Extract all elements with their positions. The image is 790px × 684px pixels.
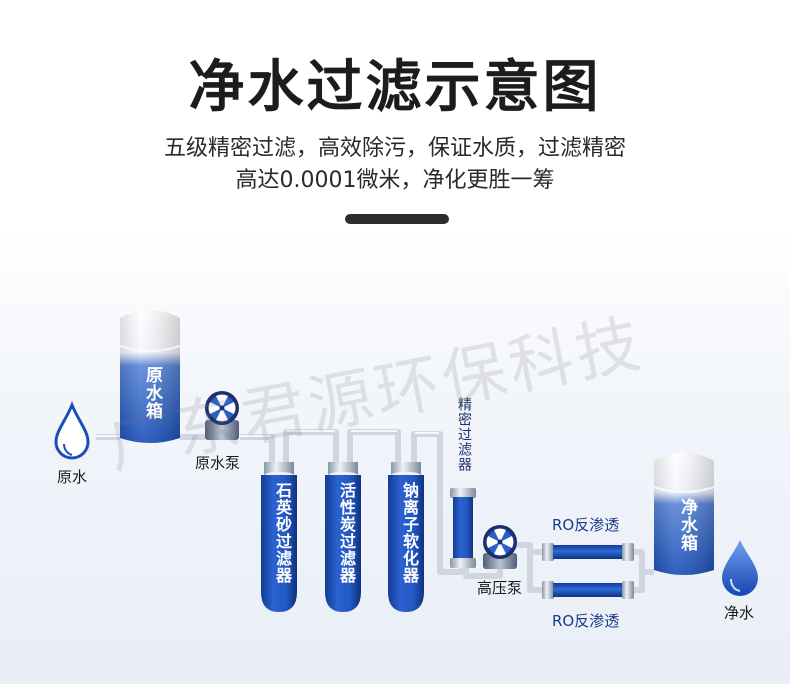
high-pressure-pump-label: 高压泵 [477, 579, 523, 597]
pipe-network [96, 429, 654, 593]
precision-filter [450, 488, 476, 568]
ro-membrane-top [542, 543, 634, 561]
subtitle-line-2: 高达0.0001微米，净化更胜一筹 [235, 168, 555, 193]
ro-membrane-top-label: RO反渗透 [552, 516, 620, 534]
quartz-sand-filter [261, 462, 297, 612]
raw-water-pump [205, 391, 239, 440]
pipe-highlights [96, 430, 439, 437]
raw-water-tank-label: 原水箱 [142, 366, 162, 420]
ro-membrane-bottom-label: RO反渗透 [552, 612, 620, 630]
raw-water-pump-fan-icon [208, 394, 236, 422]
raw-water-pump-label: 原水泵 [195, 454, 241, 472]
page-title: 净水过滤示意图 [188, 55, 602, 120]
subtitle-line-1: 五级精密过滤，高效除污，保证水质，过滤精密 [163, 136, 626, 161]
raw-water-drop-label: 原水 [57, 468, 88, 486]
clean-water-tank [653, 452, 715, 575]
clean-water-tank-label: 净水箱 [677, 498, 697, 552]
high-pressure-pump-fan-icon [486, 528, 514, 556]
activated-carbon-filter [325, 462, 361, 612]
title-divider [345, 214, 449, 224]
raw-water-drop-icon [54, 400, 90, 460]
raw-water-tank [119, 310, 181, 443]
activated-carbon-filter-label: 活性炭过滤器 [337, 482, 356, 584]
sodium-ion-softener-label: 钠离子软化器 [400, 482, 419, 584]
precision-filter-label: 精密过滤器 [456, 397, 472, 472]
ro-membrane-bottom [542, 581, 634, 599]
quartz-sand-filter-label: 石英砂过滤器 [273, 482, 292, 584]
high-pressure-pump [483, 525, 517, 569]
sodium-ion-softener [388, 462, 424, 612]
clean-water-drop-label: 净水 [724, 604, 755, 622]
clean-water-drop-icon [722, 540, 758, 596]
